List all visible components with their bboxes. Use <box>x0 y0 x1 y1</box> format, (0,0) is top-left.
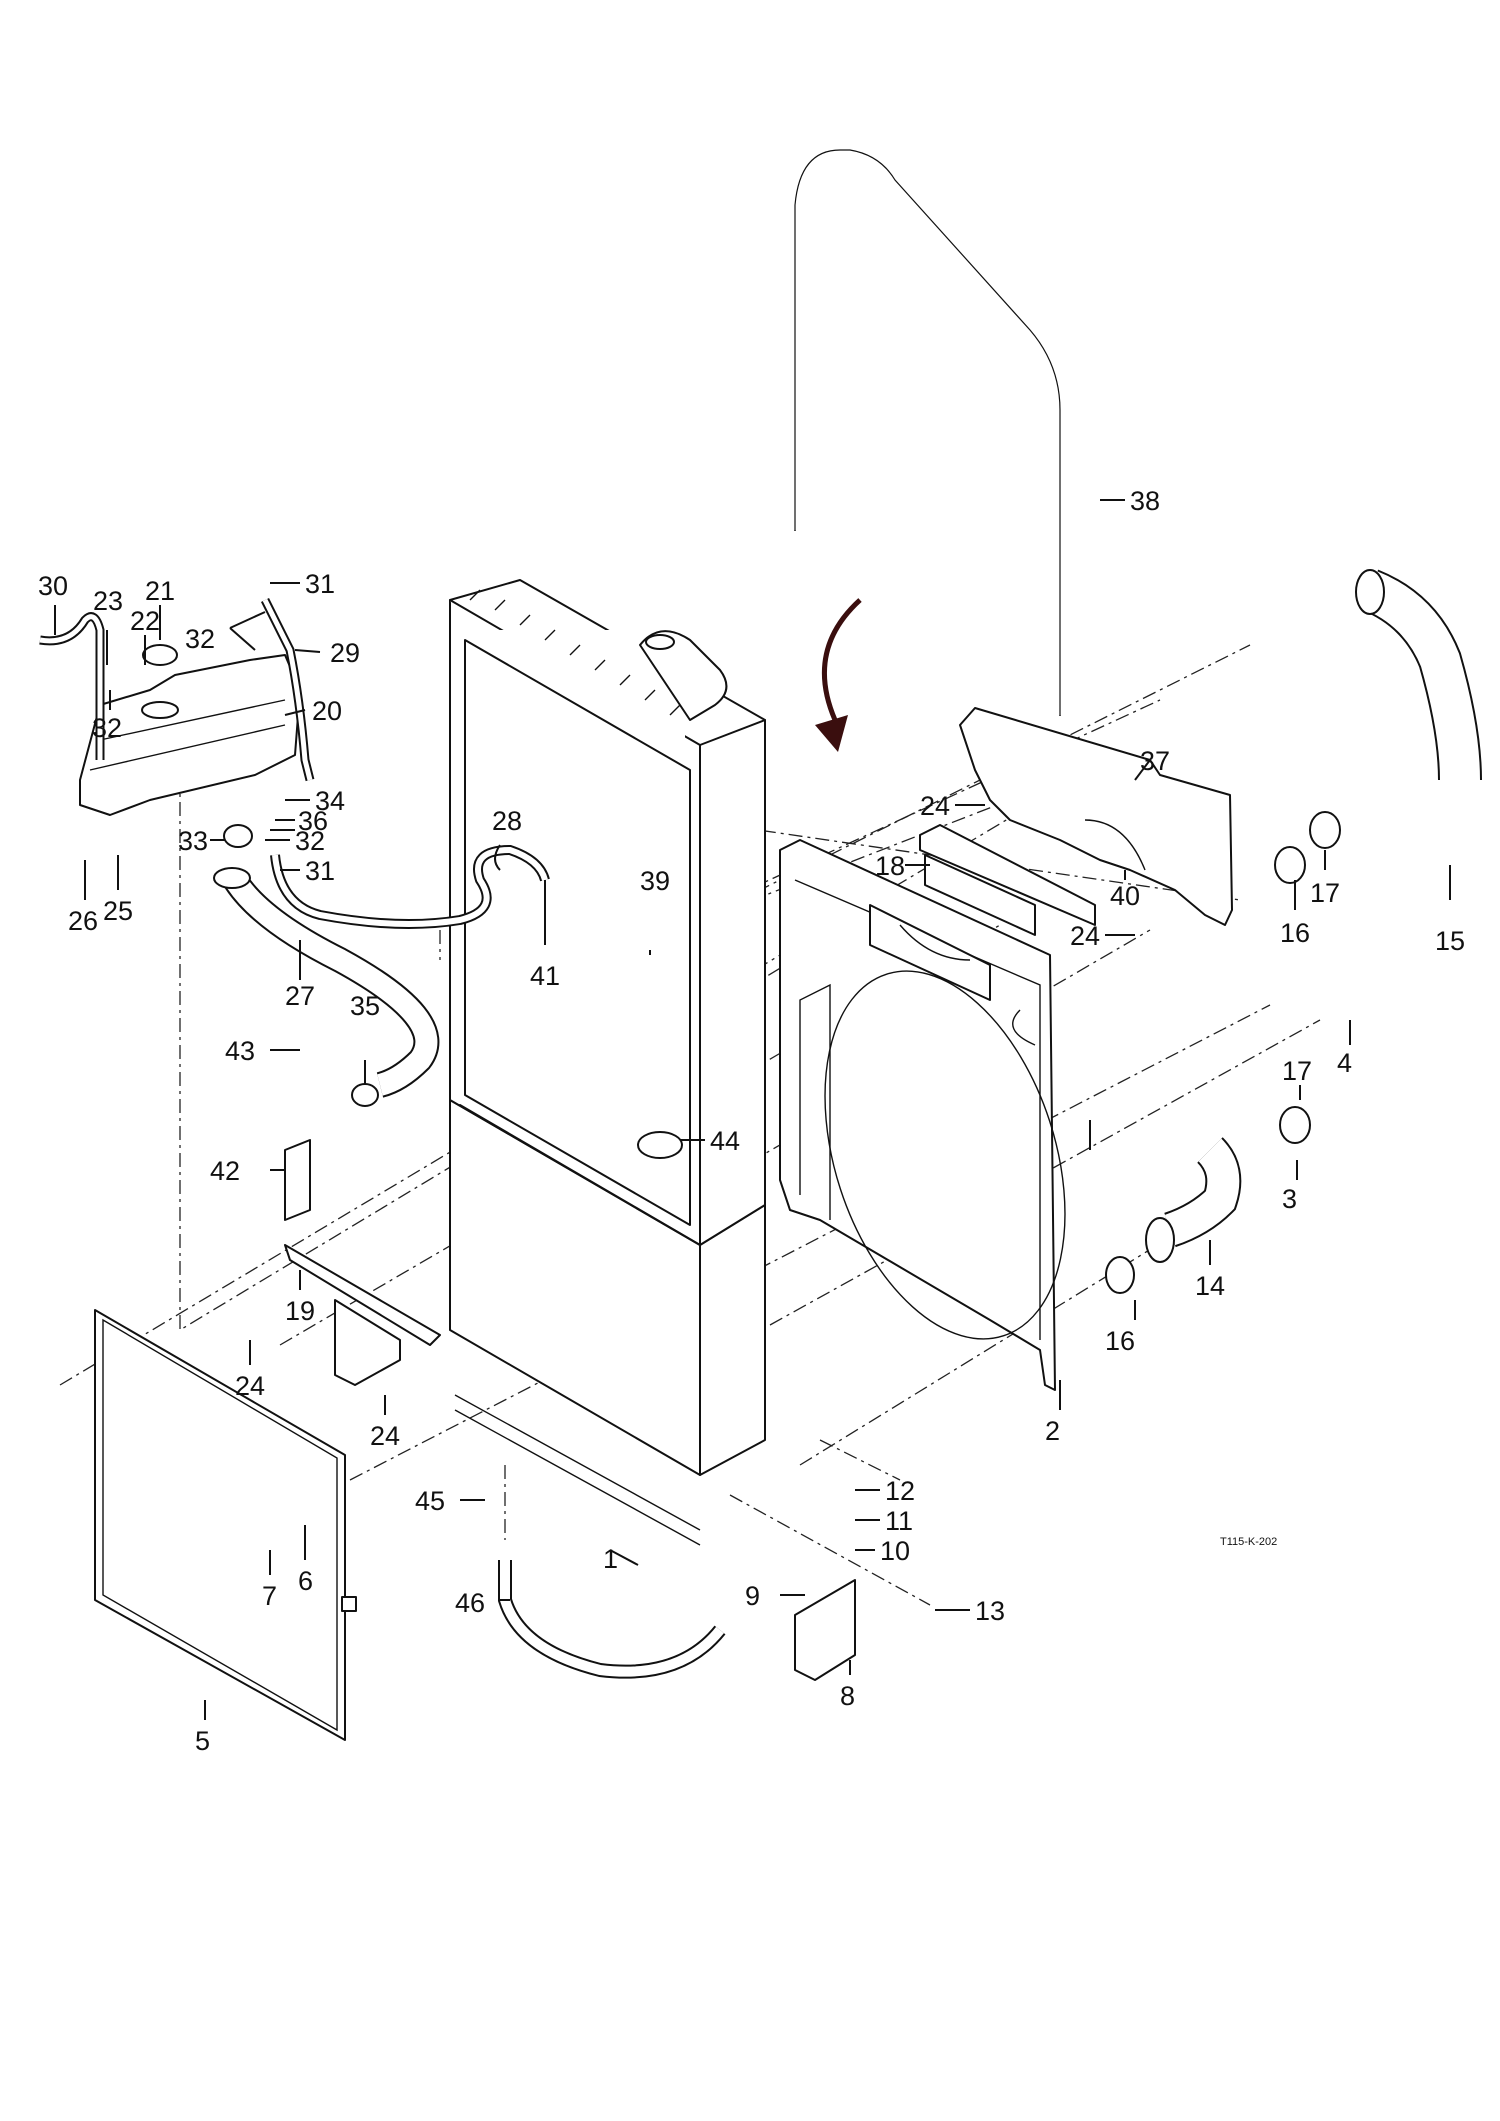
callout-13: 13 <box>975 1596 1005 1626</box>
hose-46 <box>498 1560 726 1679</box>
callout-24-a: 24 <box>920 791 950 821</box>
radiator-1 <box>449 579 766 1546</box>
callout-19: 19 <box>285 1296 315 1326</box>
callout-28: 28 <box>492 806 522 836</box>
clamp-16-a <box>1274 846 1306 884</box>
callout-24-c: 24 <box>235 1371 265 1401</box>
callout-8: 8 <box>840 1681 855 1711</box>
callout-22: 22 <box>130 606 160 636</box>
lower-hose-27 <box>213 867 440 1098</box>
screen-5 <box>94 1309 357 1741</box>
callout-29: 29 <box>330 638 360 668</box>
vent-hose-29 <box>260 597 315 782</box>
clamp-17-a <box>1309 811 1341 849</box>
callout-25: 25 <box>103 896 133 926</box>
callout-4: 4 <box>1337 1048 1352 1078</box>
callout-16-b: 16 <box>1105 1326 1135 1356</box>
seal-strip-38 <box>790 145 1065 716</box>
cap-21 <box>142 644 178 666</box>
cap-44 <box>637 1131 683 1159</box>
clamp-33 <box>223 824 253 848</box>
callout-3: 3 <box>1282 1184 1297 1214</box>
filler-hose-30 <box>39 612 105 760</box>
callout-9: 9 <box>745 1581 760 1611</box>
hose-14 <box>1145 1137 1242 1263</box>
bracket-8 <box>794 1579 856 1681</box>
callout-43: 43 <box>225 1036 255 1066</box>
overflow-hose-28 <box>270 844 550 929</box>
callout-33: 33 <box>178 826 208 856</box>
cover-plate-37 <box>959 707 1233 926</box>
callout-31-b: 31 <box>305 856 335 886</box>
hose-15 <box>1355 569 1482 781</box>
callout-23: 23 <box>93 586 123 616</box>
bracket-42 <box>284 1139 311 1221</box>
callout-34: 34 <box>315 786 345 816</box>
assembly-arrow <box>815 598 862 752</box>
callout-39: 39 <box>640 866 670 896</box>
callout-32-c: 32 <box>295 826 325 856</box>
callout-11: 11 <box>885 1506 913 1536</box>
callout-40: 40 <box>1110 881 1140 911</box>
callout-38: 38 <box>1130 486 1160 516</box>
callout-1: 1 <box>603 1544 618 1574</box>
callout-32-b: 32 <box>92 713 122 743</box>
callout-32-a: 32 <box>185 624 215 654</box>
callout-46: 46 <box>455 1588 485 1618</box>
callout-31-a: 31 <box>305 569 335 599</box>
leader-lines <box>54 499 1451 1720</box>
callout-35: 35 <box>350 991 380 1021</box>
callout-42: 42 <box>210 1156 240 1186</box>
callout-30: 30 <box>38 571 68 601</box>
callout-15: 15 <box>1435 926 1465 956</box>
callout-16-a: 16 <box>1280 918 1310 948</box>
callout-26: 26 <box>68 906 98 936</box>
clamp-16-b <box>1105 1256 1135 1294</box>
callout-2: 2 <box>1045 1416 1060 1446</box>
callout-37: 37 <box>1140 746 1170 776</box>
bracket-19 <box>284 1244 441 1386</box>
callout-41: 41 <box>530 961 560 991</box>
callout-24-d: 24 <box>370 1421 400 1451</box>
drawing-reference: T115-K-202 <box>1220 1536 1277 1548</box>
callout-6: 6 <box>298 1566 313 1596</box>
fan-shroud-2 <box>779 839 1066 1391</box>
callout-7: 7 <box>262 1581 277 1611</box>
bracket-18 <box>919 824 1096 926</box>
clamp-17-b <box>1279 1106 1311 1144</box>
callouts: 1 2 3 4 5 6 7 8 9 10 11 12 13 14 15 16 1… <box>38 486 1465 1756</box>
callout-24-b: 24 <box>1070 921 1100 951</box>
callout-36: 36 <box>298 806 328 836</box>
callout-5: 5 <box>195 1726 210 1756</box>
callout-17-a: 17 <box>1310 878 1340 908</box>
callout-18: 18 <box>875 851 905 881</box>
callout-45: 45 <box>415 1486 445 1516</box>
callout-10: 10 <box>880 1536 910 1566</box>
callout-17-b: 17 <box>1282 1056 1312 1086</box>
callout-14: 14 <box>1195 1271 1225 1301</box>
clamp-35 <box>351 1083 379 1107</box>
callout-27: 27 <box>285 981 315 1011</box>
callout-44: 44 <box>710 1126 740 1156</box>
callout-21: 21 <box>145 576 175 606</box>
callout-20: 20 <box>312 696 342 726</box>
callout-12: 12 <box>885 1476 915 1506</box>
